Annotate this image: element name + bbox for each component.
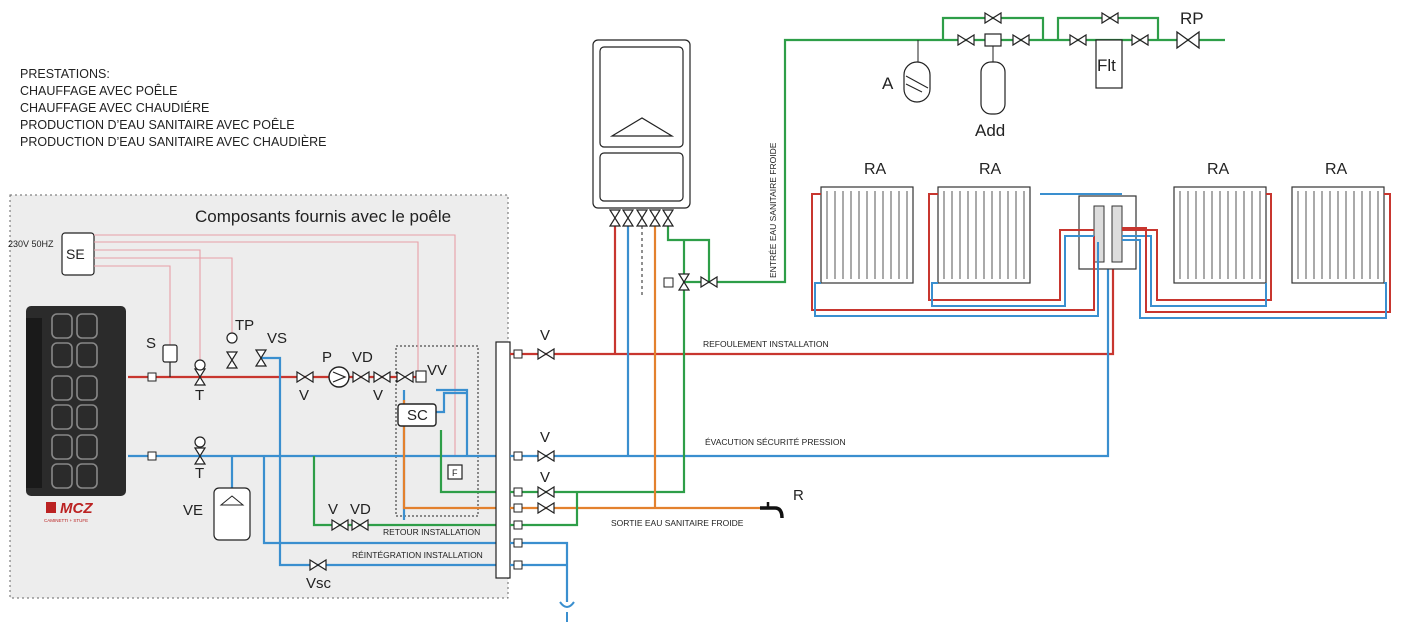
prestation-item: CHAUFFAGE AVEC POÊLE (20, 84, 178, 98)
ve-label: VE (183, 502, 203, 519)
t-bottom-label: T (195, 465, 204, 482)
a-expansion-vessel (903, 40, 931, 103)
boiler-valves (609, 209, 674, 227)
mcz-logo: MCZ CAMINETTI + STUFE (44, 500, 93, 523)
radiator-4 (1291, 186, 1385, 284)
thermometer-bottom-icon (194, 436, 206, 448)
flt-filter (1095, 39, 1123, 89)
p-label: P (322, 349, 332, 366)
stove-unit (26, 306, 126, 496)
ra1-label: RA (864, 161, 887, 178)
sc-exchanger (397, 403, 437, 427)
entree-pipe (684, 38, 1225, 284)
radiator-1 (820, 186, 914, 284)
refoulement-pipe (510, 266, 1115, 356)
evacuation-label: ÉVACUTION SÉCURITÉ PRESSION (705, 437, 846, 447)
vd-top-label: VD (352, 349, 373, 366)
prestations-list: PRESTATIONS: CHAUFFAGE AVEC POÊLE CHAUFF… (20, 66, 327, 151)
boiler-unit (592, 39, 691, 209)
s-sensor (162, 344, 178, 377)
signal-wires (94, 234, 456, 455)
sc-module-box (395, 345, 479, 517)
ve-expansion-vessel (213, 487, 251, 541)
external-valves (513, 348, 555, 570)
prestation-item: PRODUCTION D’EAU SANITAIRE AVEC CHAUDIÈR… (20, 135, 327, 149)
tp-gauge-icon (226, 332, 238, 344)
reintegration-label: RÉINTÉGRATION INSTALLATION (352, 550, 483, 560)
v-pump-label: V (299, 387, 309, 404)
entree-label: ENTRÉE EAU SANITAIRE FROIDE (768, 142, 778, 278)
radiator-3 (1173, 186, 1267, 284)
add-label: Add (975, 121, 1005, 140)
ra3-label: RA (1207, 161, 1230, 178)
svg-text:CAMINETTI + STUFE: CAMINETTI + STUFE (44, 518, 88, 523)
ra4-label: RA (1325, 161, 1348, 178)
vv-label: VV (427, 362, 447, 379)
v-out3-label: V (540, 469, 550, 486)
sc-label: SC (407, 407, 428, 424)
supplied-box-title: Composants fournis avec le poêle (195, 207, 451, 226)
green-circuit-pipe (510, 240, 686, 494)
v-out2-label: V (540, 429, 550, 446)
radiator-manifold (1078, 195, 1137, 270)
a-label: A (882, 74, 894, 93)
r-tap-icon (760, 506, 784, 519)
drain-funnel-icon (559, 601, 575, 622)
flt-label: Flt (1097, 56, 1116, 75)
power-label: 230V 50HZ (8, 239, 54, 249)
ra2-label: RA (979, 161, 1002, 178)
prestation-item: CHAUFFAGE AVEC CHAUDIÉRE (20, 101, 210, 115)
se-label: SE (66, 246, 85, 262)
s-label: S (146, 335, 156, 352)
v-after-vd-label: V (373, 387, 383, 404)
prestations-title: PRESTATIONS: (20, 67, 110, 81)
prestation-item: PRODUCTION D’EAU SANITAIRE AVEC POÊLE (20, 118, 295, 132)
vsc-label: Vsc (306, 575, 332, 592)
rp-pressure-reducer-icon (1176, 30, 1200, 50)
se-control-unit (61, 232, 95, 276)
connection-panel (495, 341, 511, 579)
add-dosing-unit (980, 33, 1006, 115)
v-ret-label: V (328, 501, 338, 518)
thermometer-top-icon (194, 359, 206, 371)
rp-label: RP (1180, 9, 1204, 28)
f-label: F (452, 468, 458, 478)
tp-label: TP (235, 317, 254, 334)
evacuation-pipe (510, 264, 1110, 458)
f-flowmeter (447, 464, 463, 480)
vs-label: VS (267, 330, 287, 347)
refoulement-label: REFOULEMENT INSTALLATION (703, 339, 829, 349)
retour-label: RETOUR INSTALLATION (383, 527, 480, 537)
radiator-2 (937, 186, 1031, 284)
r-label: R (793, 487, 804, 504)
sortie-label: SORTIE EAU SANITAIRE FROIDE (611, 518, 744, 528)
t-top-label: T (195, 387, 204, 404)
vd-ret-label: VD (350, 501, 371, 518)
v-out1-label: V (540, 327, 550, 344)
svg-text:MCZ: MCZ (60, 500, 93, 517)
